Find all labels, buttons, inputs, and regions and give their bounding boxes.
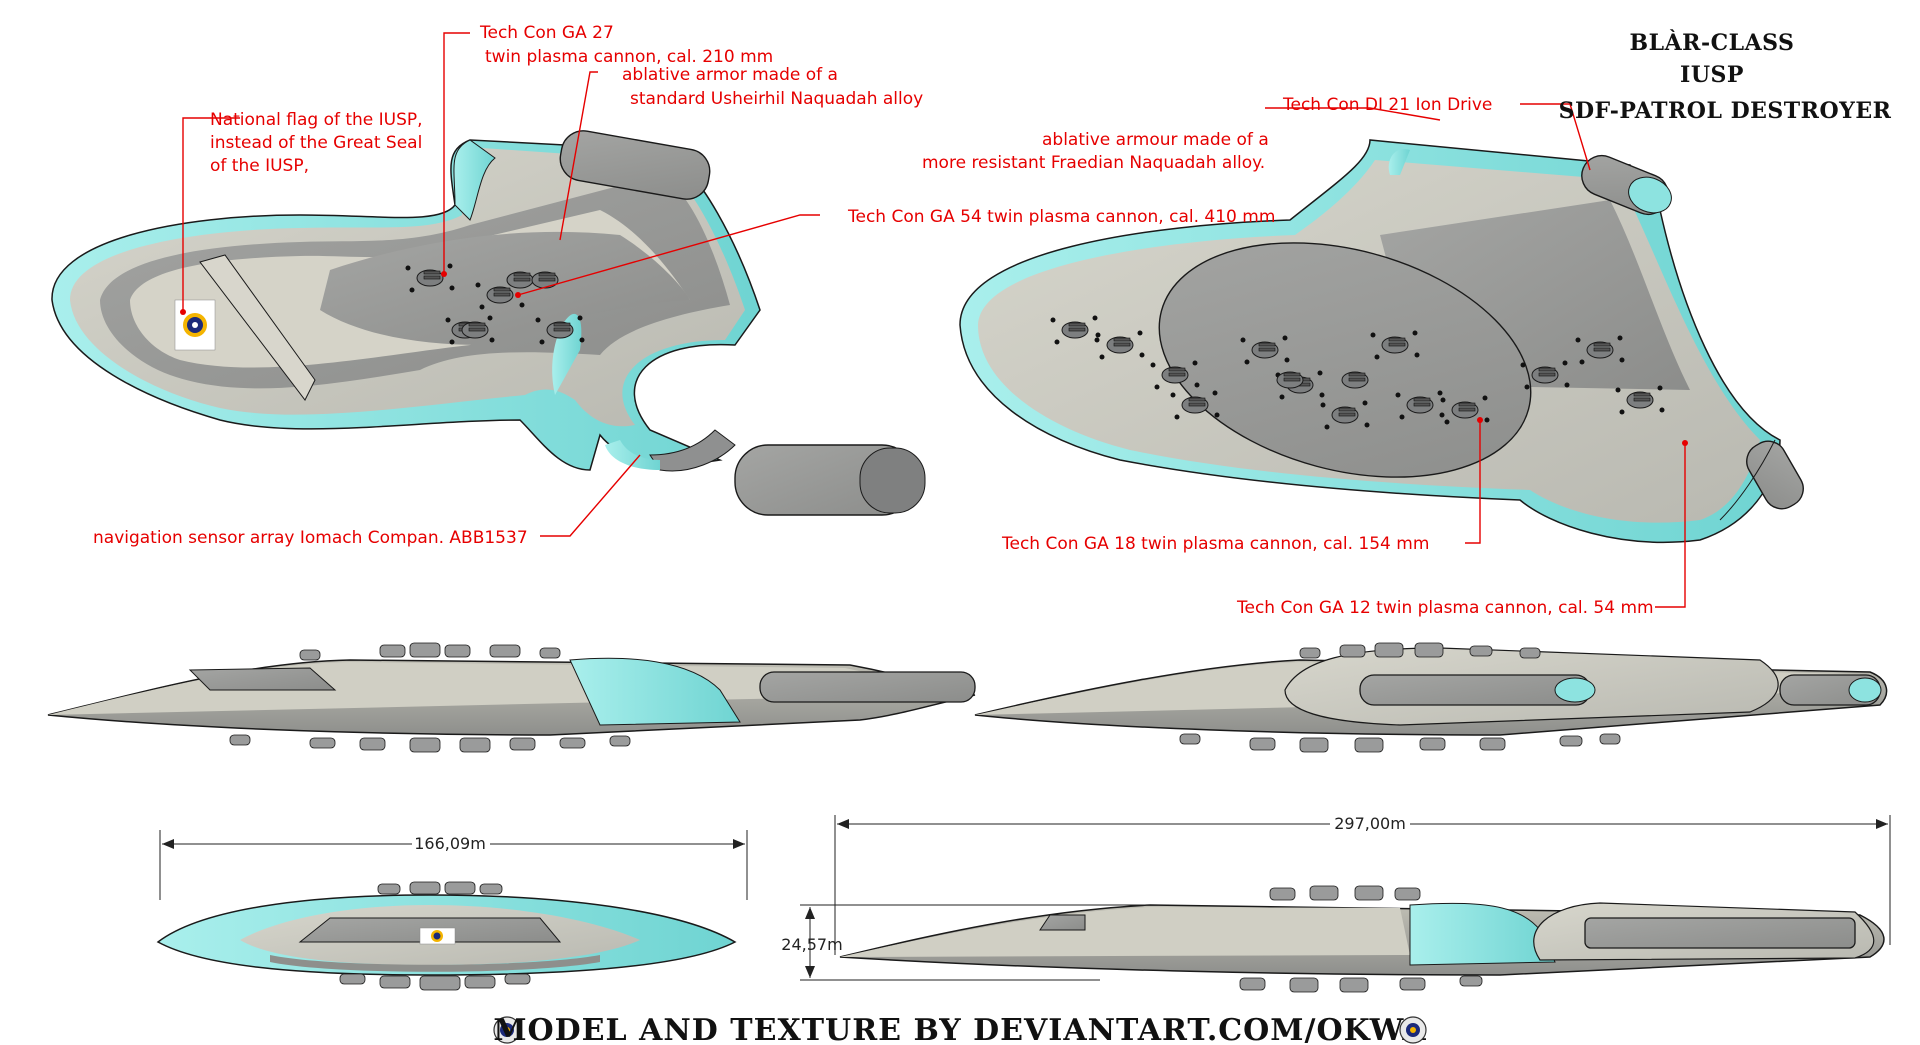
title-org: IUSP: [1680, 62, 1744, 88]
front-view-ship: [156, 881, 737, 991]
di21-callout: Tech Con DI 21 Ion Drive: [1282, 95, 1492, 115]
credit-banner: MODEL AND TEXTURE BY DEVIANTART.COM/OKWA: [493, 1013, 1427, 1045]
turret-e: [531, 271, 559, 289]
okwa-logo-right: [1399, 1016, 1427, 1044]
dimension-width: 166,09m: [159, 830, 748, 900]
title-type: SDF-PATROL DESTROYER: [1559, 98, 1892, 124]
flag-callout-line2: instead of the Great Seal: [210, 133, 422, 153]
flag-callout-line1: National flag of the IUSP,: [210, 110, 423, 130]
flag-callout-line3: of the IUSP,: [210, 156, 309, 176]
armor-fraedian-line1: ablative armour made of a: [1042, 130, 1269, 150]
ga12-callout: Tech Con GA 12 twin plasma cannon, cal. …: [1236, 598, 1654, 618]
iusp-flag-emblem: [174, 299, 216, 351]
ga27-callout-line1: Tech Con GA 27: [479, 23, 614, 43]
height-dimension-label: 24,57m: [781, 935, 842, 954]
side-view-right-ship: [974, 642, 1888, 753]
armor-usheirhil-line1: ablative armor made of a: [622, 65, 838, 85]
side-profile-ship: [839, 885, 1885, 993]
title-class: BLÀR-CLASS: [1630, 29, 1795, 56]
dimension-length: 297,00m: [834, 812, 1891, 955]
armor-usheirhil-line2: standard Usheirhil Naquadah alloy: [630, 89, 923, 109]
width-dimension-label: 166,09m: [414, 834, 486, 853]
callout-labels: National flag of the IUSP, instead of th…: [93, 23, 1654, 618]
top-view-right-ship: [959, 139, 1804, 543]
ga54-callout: Tech Con GA 54 twin plasma cannon, cal. …: [847, 207, 1275, 227]
top-view-left-ship: [51, 130, 926, 516]
turret-b: [506, 271, 534, 289]
leader-lines: [180, 32, 1688, 608]
credit-text: MODEL AND TEXTURE BY DEVIANTART.COM/OKWA: [493, 1013, 1426, 1045]
side-view-left-ship: [47, 642, 976, 753]
length-dimension-label: 297,00m: [1334, 814, 1406, 833]
dimension-height: 24,57m: [781, 904, 1150, 981]
ga27-callout-line2: twin plasma cannon, cal. 210 mm: [485, 47, 773, 67]
ga18-callout: Tech Con GA 18 twin plasma cannon, cal. …: [1001, 534, 1429, 554]
armor-fraedian-line2: more resistant Fraedian Naquadah alloy.: [922, 153, 1265, 173]
title-block: BLÀR-CLASS IUSP SDF-PATROL DESTROYER: [1559, 29, 1892, 124]
okwa-logo-left: [493, 1016, 521, 1044]
nav-sensor-callout: navigation sensor array Iomach Compan. A…: [93, 528, 528, 548]
